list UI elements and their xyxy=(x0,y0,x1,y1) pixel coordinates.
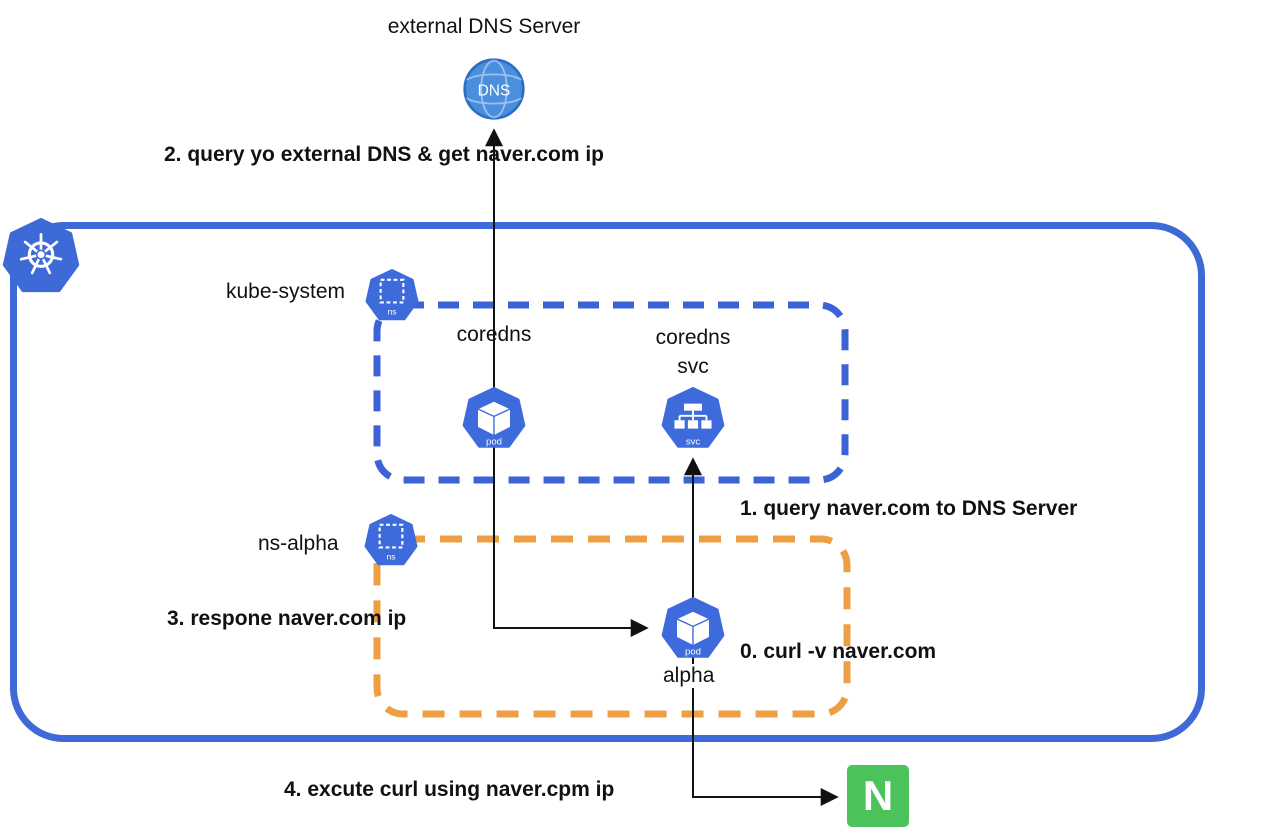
ns-alpha-namespace-icon: ns xyxy=(364,514,418,566)
alpha-pod-icon: pod xyxy=(661,597,725,658)
ns-alpha-boundary xyxy=(373,535,851,718)
ns-alpha-label: ns-alpha xyxy=(258,532,339,555)
kubernetes-icon xyxy=(2,218,80,293)
naver-n-letter: N xyxy=(862,772,894,819)
ns-badge: ns xyxy=(387,306,396,316)
kube-system-namespace-icon: ns xyxy=(365,269,419,321)
coredns-pod-label: coredns xyxy=(456,323,532,346)
alpha-pod-label: alpha xyxy=(660,664,718,688)
ns-badge: ns xyxy=(386,551,395,561)
coredns-svc-label-line2: svc xyxy=(677,355,709,378)
pod-badge: pod xyxy=(685,647,701,658)
cluster-boundary xyxy=(10,222,1205,742)
pod-badge: pod xyxy=(486,437,502,448)
dns-badge: DNS xyxy=(478,82,511,99)
kube-system-label: kube-system xyxy=(226,280,346,303)
svc-badge: svc xyxy=(686,437,701,448)
step0-label: 0. curl -v naver.com xyxy=(740,640,937,663)
naver-logo: N xyxy=(847,765,909,827)
step2-label: 2. query yo external DNS & get naver.com… xyxy=(164,143,604,166)
arrow-curl-naver xyxy=(692,655,839,806)
step1-label: 1. query naver.com to DNS Server xyxy=(740,497,1078,520)
kube-system-boundary xyxy=(373,301,849,484)
dns-server-icon: DNS xyxy=(463,58,525,120)
external-dns-title: external DNS Server xyxy=(387,15,581,38)
coredns-svc-icon: svc xyxy=(661,387,725,448)
step3-label: 3. respone naver.com ip xyxy=(167,607,407,630)
step4-label: 4. excute curl using naver.cpm ip xyxy=(284,778,615,801)
arrow-response-ip xyxy=(493,425,649,637)
coredns-svc-label: coredns svc xyxy=(643,323,743,381)
coredns-svc-label-line1: coredns xyxy=(655,326,731,349)
coredns-pod-icon: pod xyxy=(462,387,526,448)
